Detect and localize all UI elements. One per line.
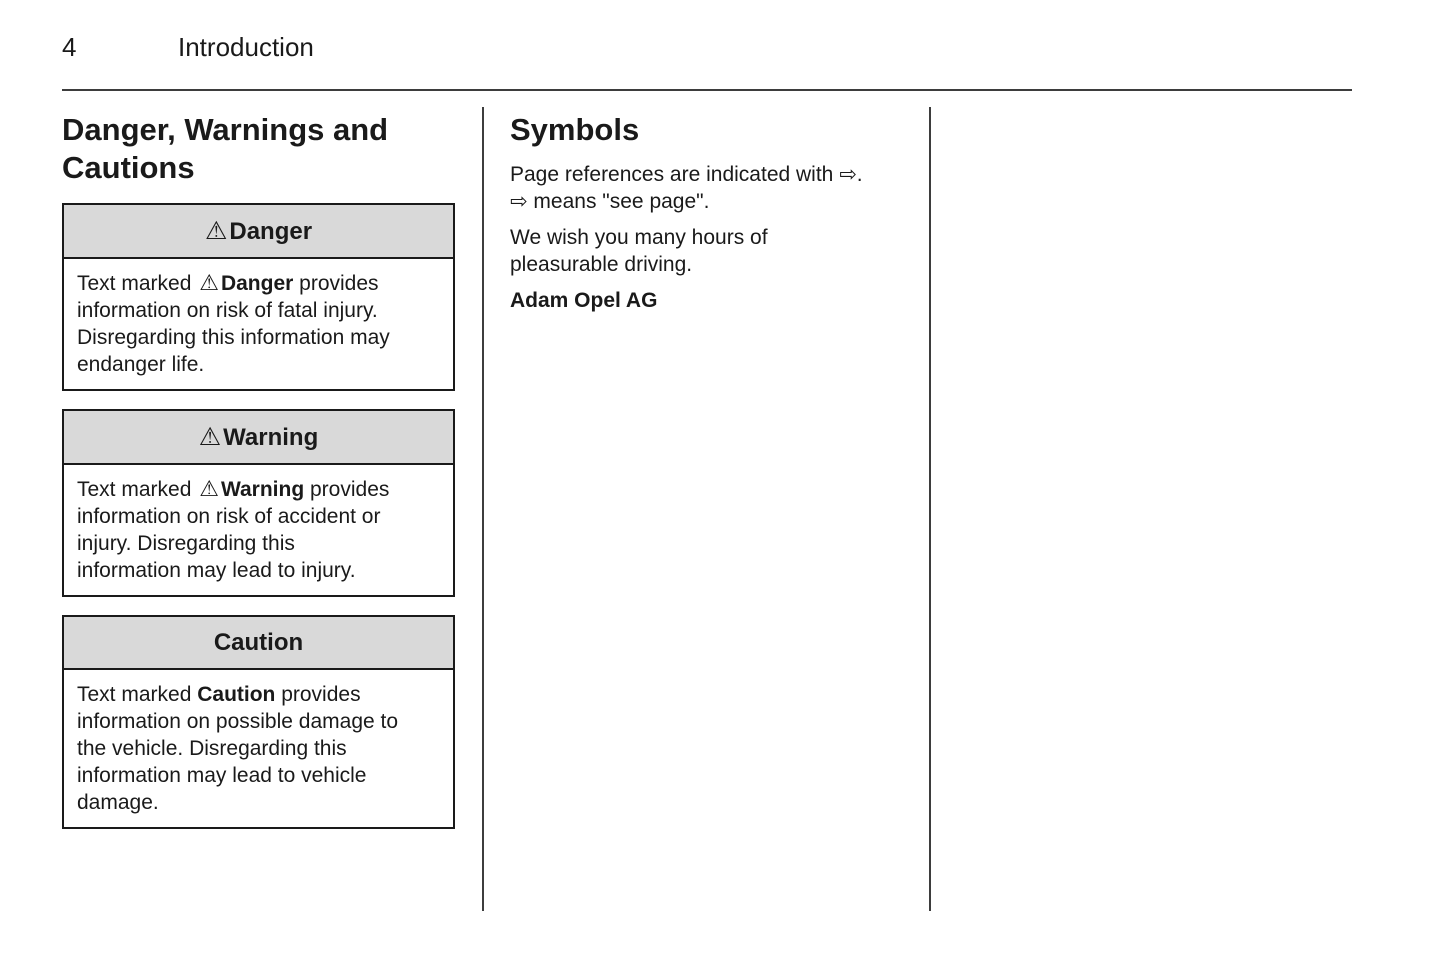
section-heading-symbols: Symbols (510, 112, 640, 147)
keyword-danger: Danger (220, 272, 294, 295)
body-text-lines: information on risk of fatal injury. Disr… (77, 297, 440, 378)
text-line: injury. Disregarding this (77, 532, 295, 555)
caution-box: Caution Text marked Caution provides inf… (62, 615, 455, 829)
text-line: ⇨ means "see page". (510, 190, 710, 213)
text-line: Disregarding this information may (77, 326, 390, 349)
text-line: Danger, Warnings and (62, 112, 389, 147)
danger-box-title: Danger (229, 218, 313, 245)
warning-box: ⚠Warning Text marked ⚠Warning provides i… (62, 409, 455, 597)
text-line: Cautions (62, 150, 195, 185)
text-line: We wish you many hours of (510, 226, 768, 249)
text-line: information on risk of accident or (77, 505, 381, 528)
keyword-warning: Warning (220, 478, 305, 501)
text-line: endanger life. (77, 353, 205, 376)
text-line: information on risk of fatal injury. (77, 299, 378, 322)
text-line: the vehicle. Disregarding this (77, 737, 347, 760)
signature-adam-opel-ag: Adam Opel AG (510, 289, 658, 312)
warning-box-title: Warning (223, 424, 319, 451)
symbols-paragraph-page-references: Page references are indicated with ⇨. ⇨ m… (510, 161, 918, 215)
body-text-lines: information on risk of accident or injury… (77, 503, 440, 584)
column-divider-left (482, 107, 484, 911)
warning-triangle-icon: ⚠ (198, 422, 222, 451)
body-text: provides (304, 478, 390, 501)
column-divider-right (929, 107, 931, 911)
text-line: information may lead to injury. (77, 559, 356, 582)
danger-box-header: ⚠Danger (64, 205, 453, 259)
text-line: information on possible damage to (77, 710, 399, 733)
danger-box: ⚠Danger Text marked ⚠Danger provides inf… (62, 203, 455, 391)
warning-box-body: Text marked ⚠Warning provides informatio… (64, 465, 453, 595)
text-line: Page references are indicated with ⇨. (510, 163, 863, 186)
header-rule (62, 89, 1352, 91)
caution-box-title: Caution (213, 629, 304, 656)
warning-box-header: ⚠Warning (64, 411, 453, 465)
text-line: damage. (77, 791, 159, 814)
keyword-caution: Caution (197, 683, 276, 706)
caution-box-header: Caution (64, 617, 453, 670)
text-line: information may lead to vehicle (77, 764, 367, 787)
body-text-lines: information on possible damage to the veh… (77, 708, 440, 816)
symbols-paragraph-wish: We wish you many hours of pleasurable dri… (510, 224, 918, 278)
warning-triangle-icon: ⚠ (199, 271, 219, 296)
warning-triangle-icon: ⚠ (199, 477, 219, 502)
chapter-title: Introduction (178, 32, 314, 62)
caution-box-body: Text marked Caution provides information… (64, 670, 453, 827)
text-line: pleasurable driving. (510, 253, 693, 276)
body-text: Text marked (77, 478, 198, 501)
page-number: 4 (62, 32, 77, 62)
body-text: provides (275, 683, 361, 706)
text-line: Text marked ⚠Warning provides (77, 476, 440, 503)
text-line: Text marked Caution provides (77, 681, 440, 708)
symbols-column: Symbols Page references are indicated wi… (510, 111, 918, 314)
text-line: Text marked ⚠Danger provides (77, 270, 440, 297)
body-text: Text marked (77, 272, 198, 295)
danger-box-body: Text marked ⚠Danger provides information… (64, 259, 453, 389)
warning-triangle-icon: ⚠ (204, 216, 228, 245)
body-text: Text marked (77, 683, 198, 706)
body-text: provides (293, 272, 379, 295)
